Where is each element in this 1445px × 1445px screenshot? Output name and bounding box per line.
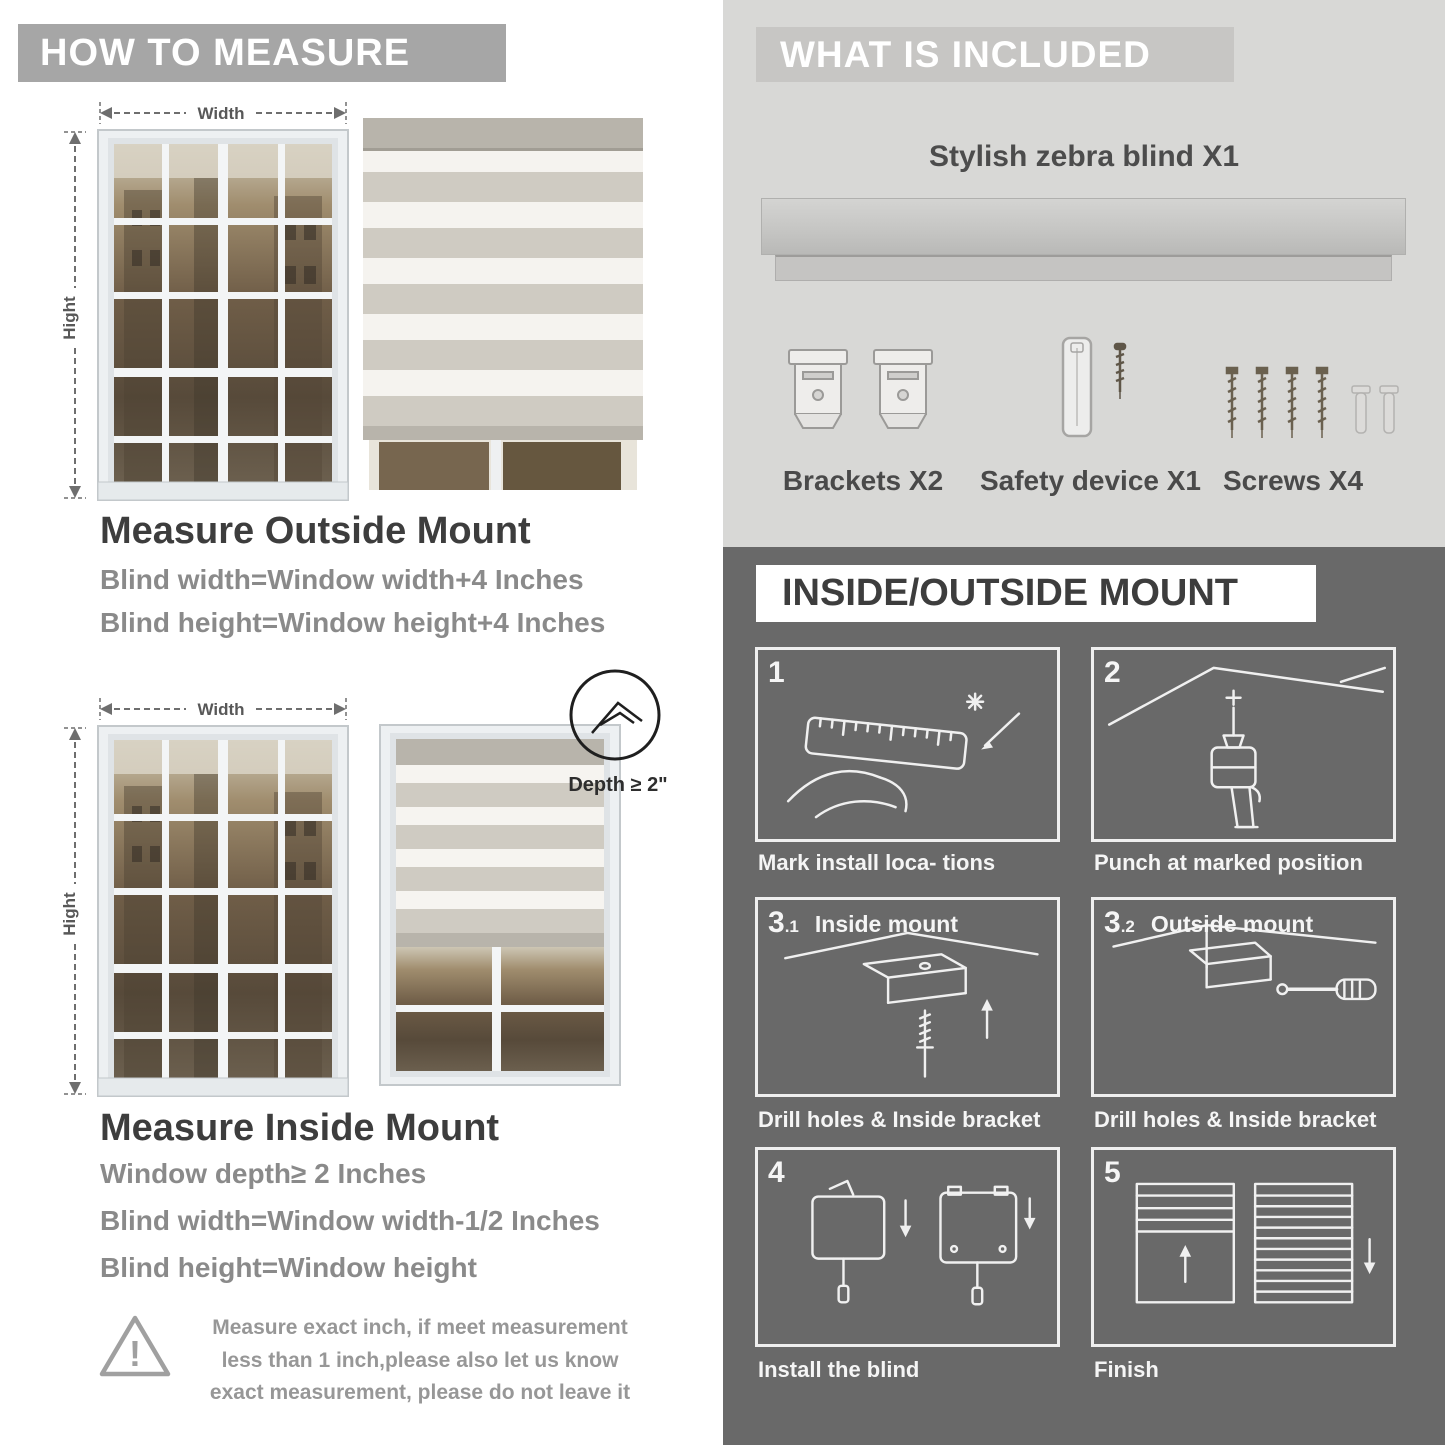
- screws-illustration: [1225, 366, 1399, 438]
- step-3-2-caption: Drill holes & Inside bracket: [1094, 1107, 1377, 1132]
- height-arrow: [64, 131, 86, 499]
- step-4-panel: 4: [755, 1147, 1060, 1347]
- step-1-panel: 1: [755, 647, 1060, 842]
- depth-label: Depth ≥ 2": [568, 774, 667, 796]
- step-4-caption: Install the blind: [758, 1357, 920, 1382]
- inside-rule-width: Blind width=Window width-1/2 Inches: [100, 1205, 600, 1236]
- zebra-blind-headrail-illustration: [761, 198, 1406, 255]
- depth-corner-detail: [591, 701, 643, 734]
- mount-header: INSIDE/OUTSIDE MOUNT: [756, 565, 1316, 622]
- depth-callout-circle: [569, 669, 661, 761]
- warning-text: Measure exact inch, if meet measurement …: [209, 1316, 631, 1405]
- step-number: 5: [1104, 1156, 1121, 1189]
- finish-illustration: [1135, 1182, 1376, 1304]
- step-title: Outside mount: [1150, 911, 1314, 937]
- zebra-blind-underrail-illustration: [775, 255, 1392, 281]
- wall-anchors-icon: [1351, 385, 1399, 434]
- safety-device-label: Safety device X1: [979, 465, 1202, 496]
- measure-warning: ! Measure exact inch, if meet measuremen…: [98, 1312, 658, 1410]
- step-number: 3: [1104, 906, 1121, 939]
- step-3-1-caption: Drill holes & Inside bracket: [758, 1107, 1041, 1132]
- step-2-caption: Punch at marked position: [1094, 850, 1363, 875]
- safety-device-illustration: [1061, 336, 1127, 438]
- safety-screw-icon: [1113, 342, 1127, 399]
- step-1-caption: Mark install loca- tions: [758, 850, 996, 875]
- width-label: Width: [197, 700, 244, 719]
- step-5-panel: 5: [1091, 1147, 1396, 1347]
- height-arrow: [64, 727, 86, 1095]
- warning-exclamation: !: [129, 1333, 141, 1374]
- step-number: 3: [768, 906, 785, 939]
- width-arrow: [99, 102, 347, 124]
- outside-rule-height: Blind height=Window height+4 Inches: [100, 607, 606, 638]
- inside-blind-illustration: Depth ≥ 2": [379, 669, 668, 1086]
- inside-window-illustration: Width Hight: [60, 698, 349, 1097]
- outside-bracket-illustration: [1112, 924, 1377, 1001]
- inside-mount-heading: Measure Inside Mount: [100, 1107, 500, 1149]
- outside-blind-illustration: [363, 118, 643, 490]
- inside-rule-height: Blind height=Window height: [100, 1252, 477, 1283]
- outside-window-illustration: Width Hight: [60, 102, 349, 501]
- step-number: 4: [768, 1156, 785, 1189]
- inside-bracket-illustration: [784, 931, 1039, 1078]
- what-is-included-section: WHAT IS INCLUDED Stylish zebra blind X1: [723, 0, 1445, 547]
- brackets-label: Brackets X2: [782, 465, 944, 496]
- what-is-included-header: WHAT IS INCLUDED: [756, 27, 1234, 82]
- width-label: Width: [197, 104, 244, 123]
- outside-rule-width: Blind width=Window width+4 Inches: [100, 564, 584, 595]
- mount-instructions-section: INSIDE/OUTSIDE MOUNT 1: [723, 547, 1445, 1445]
- mark-location-illustration: [786, 692, 1021, 819]
- inside-rule-depth: Window depth≥ 2 Inches: [100, 1158, 427, 1189]
- product-label: Stylish zebra blind X1: [928, 140, 1240, 173]
- height-label: Hight: [60, 296, 79, 340]
- width-arrow: [99, 698, 347, 720]
- height-label: Hight: [60, 892, 79, 936]
- outside-mount-heading: Measure Outside Mount: [100, 510, 531, 552]
- step-number: 2: [1104, 656, 1121, 689]
- brackets-illustration: [788, 349, 933, 429]
- step-title: Inside mount: [814, 911, 958, 937]
- step-number: 1: [768, 656, 785, 689]
- step-5-caption: Finish: [1094, 1357, 1159, 1382]
- warning-triangle-icon: !: [99, 1315, 171, 1377]
- screws-label: Screws X4: [1222, 465, 1364, 496]
- drill-illustration: [1107, 666, 1386, 829]
- how-to-measure-header: HOW TO MEASURE: [18, 24, 506, 82]
- install-blind-illustration: [811, 1179, 1036, 1306]
- step-2-panel: 2: [1091, 647, 1396, 842]
